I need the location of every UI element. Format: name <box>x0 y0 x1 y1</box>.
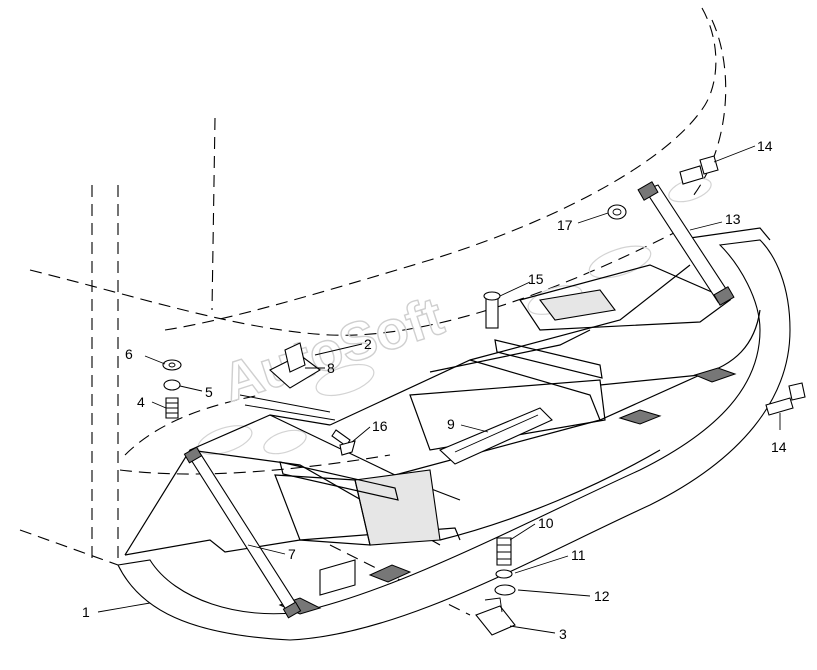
callout-9: 9 <box>447 416 455 432</box>
skid-plate-shield <box>117 227 791 641</box>
bolt-15 <box>483 291 501 329</box>
callout-16: 16 <box>372 418 388 434</box>
callout-8: 8 <box>327 360 335 376</box>
callout-2: 2 <box>364 336 372 352</box>
callout-1: 1 <box>82 604 90 620</box>
callout-11: 11 <box>571 547 586 563</box>
callout-3: 3 <box>559 626 567 642</box>
callout-5: 5 <box>205 384 213 400</box>
callout-14-upper: 14 <box>757 138 773 154</box>
callout-4: 4 <box>137 394 145 410</box>
callout-17: 17 <box>557 217 573 233</box>
callout-6: 6 <box>125 346 133 362</box>
bolt-washer-stack-right <box>475 537 516 636</box>
support-strut-left <box>183 446 302 619</box>
support-strut-right <box>637 181 735 306</box>
bolt-14-lower <box>765 382 806 416</box>
leader-lines <box>97 145 781 634</box>
callout-10: 10 <box>538 515 554 531</box>
callout-7: 7 <box>288 546 296 562</box>
access-cover-panel <box>439 407 553 465</box>
callout-13: 13 <box>725 211 741 227</box>
nut-17 <box>607 204 627 220</box>
callout-12: 12 <box>594 588 610 604</box>
bolt-16 <box>331 429 356 456</box>
callout-14-lower: 14 <box>771 439 787 455</box>
callout-15: 15 <box>528 271 544 287</box>
bolt-14-upper <box>679 155 719 185</box>
bolt-washer-stack-left <box>162 359 182 419</box>
mounting-bracket <box>239 342 336 421</box>
callout-labels: 1 2 3 4 5 6 7 8 9 10 11 12 13 14 14 15 1… <box>82 138 787 642</box>
